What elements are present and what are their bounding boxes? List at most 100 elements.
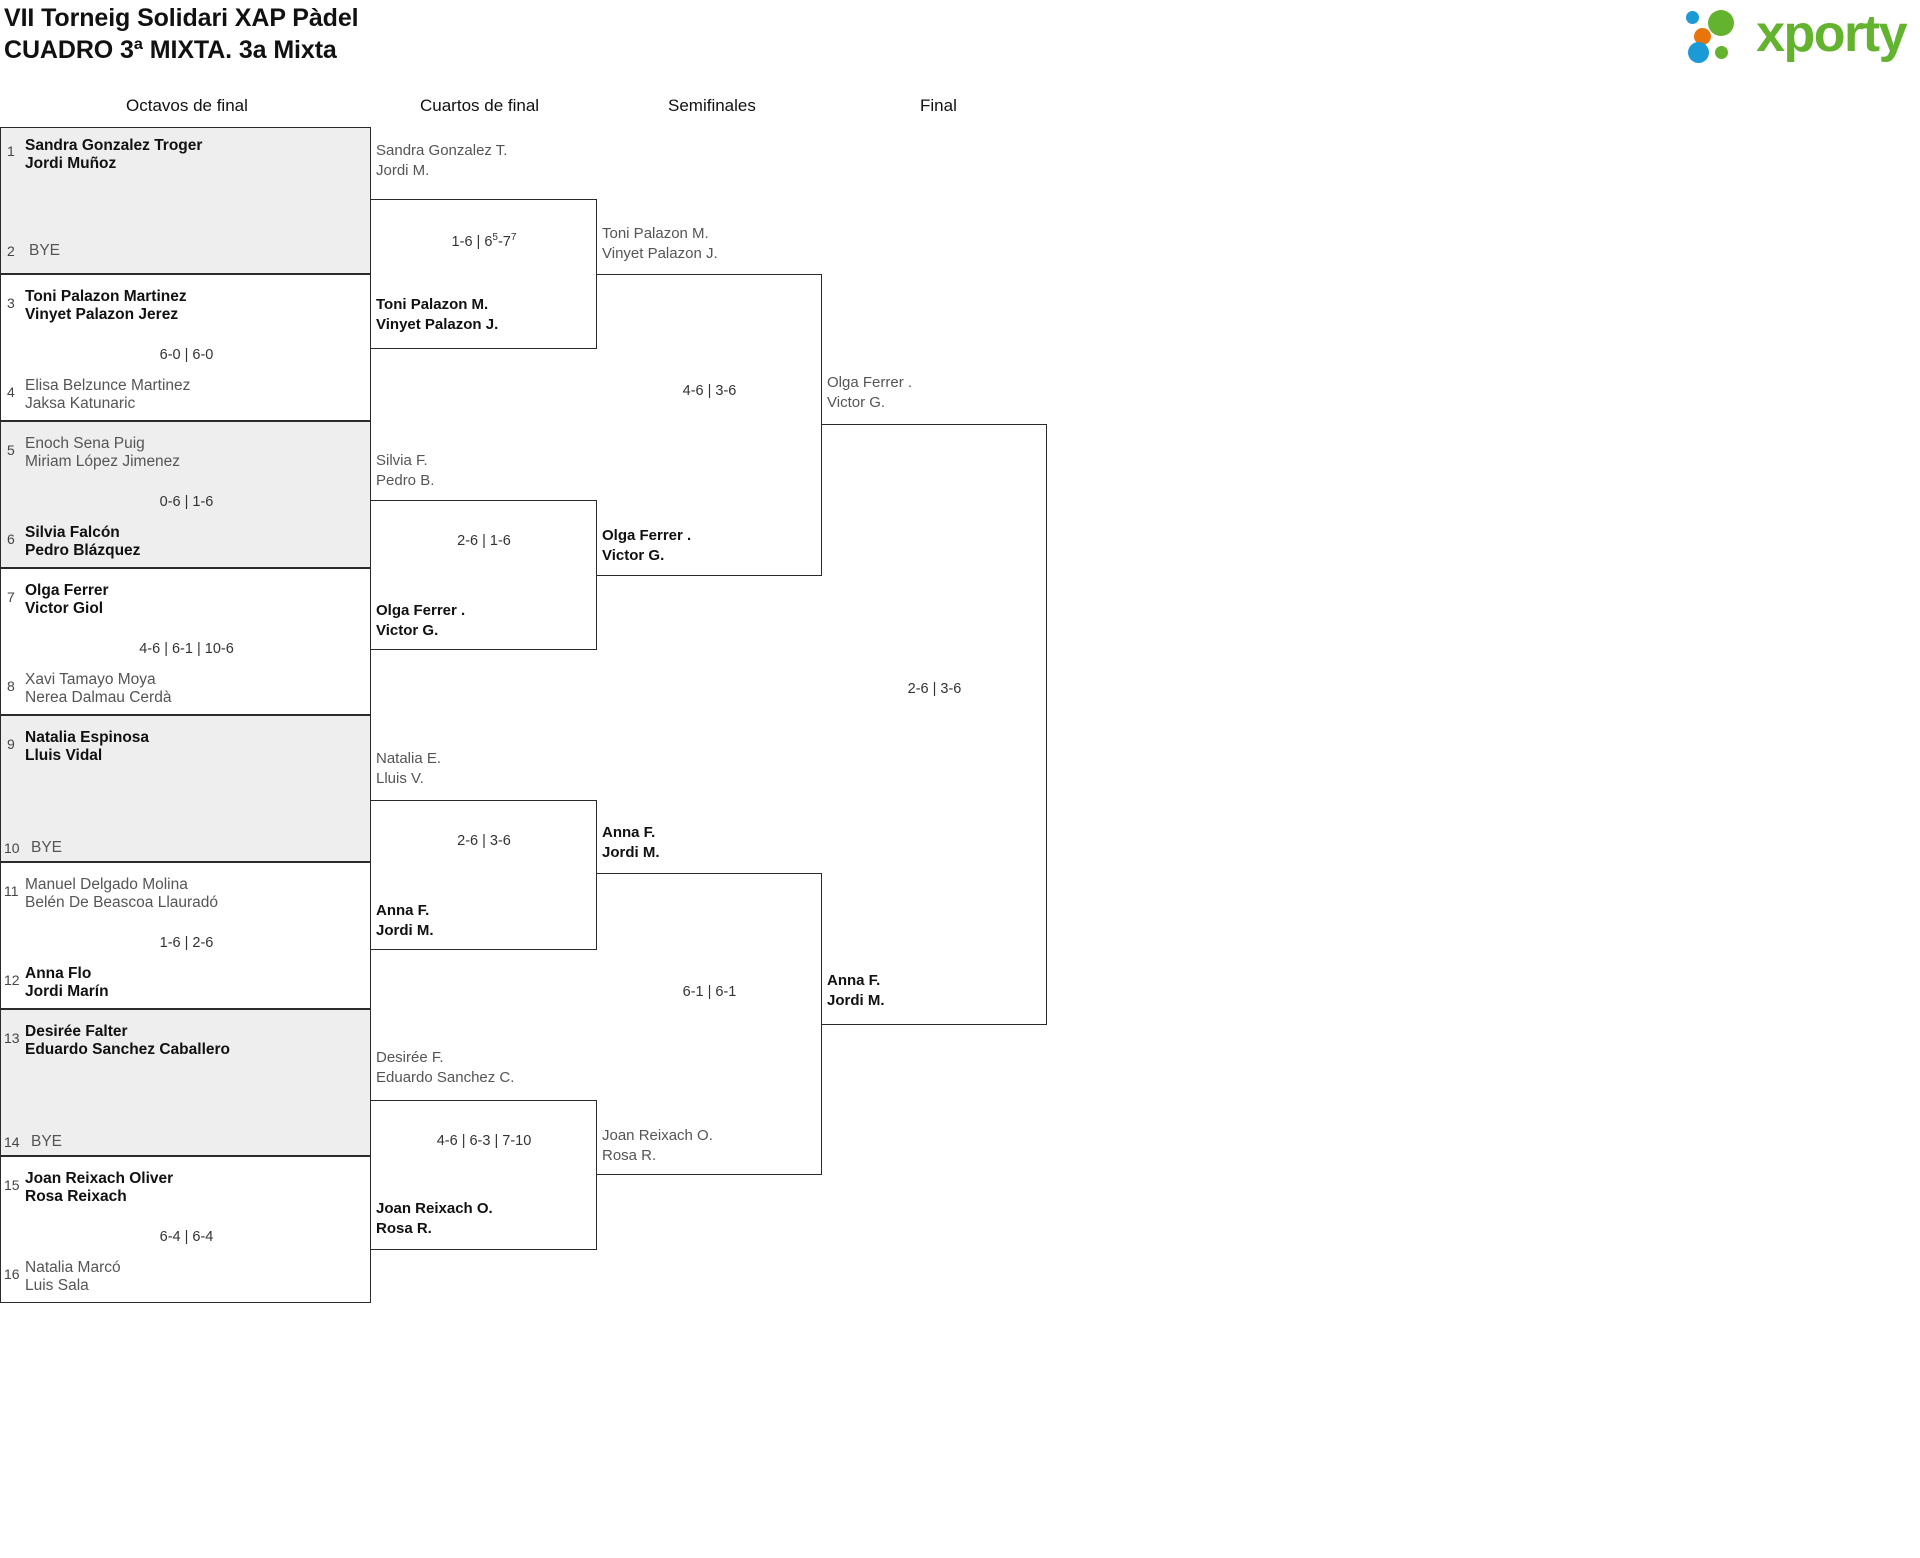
sf2-score: 6-1 | 6-1: [682, 984, 737, 1000]
player-name-line1: Natalia Espinosa: [25, 729, 150, 746]
qf2-bottom-line2: Victor G.: [376, 622, 439, 639]
r16-match-2[interactable]: 3 Toni Palazon Martinez Vinyet Palazon J…: [0, 274, 371, 421]
player-name-line1: Enoch Sena Puig: [25, 435, 145, 452]
logo-dot-green-large-icon: [1708, 10, 1735, 36]
qf1-score-sup2: 7: [510, 232, 517, 243]
seed-number: 2: [7, 243, 15, 259]
player-name-line2: Jordi Muñoz: [25, 155, 117, 172]
sf2-top-line1: Anna F.: [602, 824, 656, 841]
qf2-top-line1: Silvia F.: [376, 452, 428, 469]
player-name-line2: Nerea Dalmau Cerdà: [25, 689, 172, 706]
player-name-line2: Belén De Beascoa Llauradó: [25, 894, 219, 911]
logo-dot-green-small-icon: [1715, 46, 1729, 59]
match-score: 6-4 | 6-4: [159, 1229, 214, 1245]
qf4-top-line2: Eduardo Sanchez C.: [376, 1069, 515, 1086]
tournament-name: VII Torneig Solidari XAP Pàdel: [4, 4, 359, 32]
r16-match-8[interactable]: 15 Joan Reixach Oliver Rosa Reixach 6-4 …: [0, 1156, 371, 1303]
qf3-top-line1: Natalia E.: [376, 750, 442, 767]
seed-number: 1: [7, 143, 15, 159]
player-name-line1: Xavi Tamayo Moya: [25, 671, 156, 688]
match-score: 1-6 | 2-6: [159, 935, 214, 951]
qf3-bottom-line1: Anna F.: [376, 902, 430, 919]
logo-dot-orange-icon: [1694, 28, 1712, 45]
qf1-top-line1: Sandra Gonzalez T.: [376, 142, 508, 159]
match-score: 6-0 | 6-0: [159, 347, 214, 363]
qf3-score: 2-6 | 3-6: [457, 833, 511, 849]
qf1-bottom-line1: Toni Palazon M.: [376, 296, 489, 313]
player-name-line1: Silvia Falcón: [25, 524, 120, 541]
seed-number: 5: [7, 442, 15, 458]
player-name-line1: Anna Flo: [25, 965, 92, 982]
final-connector[interactable]: [822, 424, 1047, 1025]
qf2-bottom-line1: Olga Ferrer .: [376, 602, 466, 619]
sf1-connector[interactable]: [597, 274, 822, 576]
player-name-line1: Toni Palazon Martinez: [25, 288, 187, 305]
seed-number: 14: [4, 1134, 20, 1150]
player-name-line2: Luis Sala: [25, 1277, 89, 1294]
seed-number: 11: [4, 883, 19, 899]
qf4-score: 4-6 | 6-3 | 7-10: [436, 1133, 532, 1149]
r16-match-4[interactable]: 7 Olga Ferrer Victor Giol 4-6 | 6-1 | 10…: [0, 568, 371, 715]
player-name-line2: Rosa Reixach: [25, 1188, 127, 1205]
player-name-line2: Eduardo Sanchez Caballero: [25, 1041, 230, 1058]
seed-number: 8: [7, 678, 15, 694]
seed-number: 13: [4, 1030, 20, 1046]
player-name-line1: Manuel Delgado Molina: [25, 876, 188, 893]
player-name-line2: Jordi Marín: [25, 983, 109, 1000]
sf2-bottom-line2: Rosa R.: [602, 1147, 657, 1164]
seed-number: 15: [4, 1177, 20, 1193]
player-name-line1: Elisa Belzunce Martinez: [25, 377, 191, 394]
seed-number: 12: [4, 972, 20, 988]
player-name-line2: Vinyet Palazon Jerez: [25, 306, 179, 323]
sf1-bottom-line2: Victor G.: [602, 547, 665, 564]
seed-number: 16: [4, 1266, 20, 1282]
sf1-top-line1: Toni Palazon M.: [602, 225, 709, 242]
player-name-line1: Olga Ferrer: [25, 582, 109, 599]
qf4-bottom-line1: Joan Reixach O.: [376, 1200, 493, 1217]
sf2-bottom-line1: Joan Reixach O.: [602, 1127, 713, 1144]
round-header-final: Final: [920, 96, 957, 115]
seed-number: 4: [7, 384, 15, 400]
qf1-score-mid: -7: [497, 233, 511, 250]
qf1-connector[interactable]: [371, 199, 597, 349]
qf3-bottom-line2: Jordi M.: [376, 922, 434, 939]
r16-match-6[interactable]: 11 Manuel Delgado Molina Belén De Beasco…: [0, 862, 371, 1009]
player-name-line2: Jaksa Katunaric: [25, 395, 136, 412]
player-name-line2: Victor Giol: [25, 600, 104, 617]
r16-match-5[interactable]: 9 Natalia Espinosa Lluis Vidal 10 BYE: [0, 715, 371, 862]
qf2-top-line2: Pedro B.: [376, 472, 435, 489]
r16-match-1[interactable]: 1 Sandra Gonzalez Troger Jordi Muñoz 2 B…: [0, 127, 371, 274]
qf2-score: 2-6 | 1-6: [457, 533, 511, 549]
player-name-line1: Desirée Falter: [25, 1023, 128, 1040]
logo-dot-blue-large-icon: [1688, 42, 1710, 63]
final-top-line2: Victor G.: [827, 394, 886, 411]
r16-match-7[interactable]: 13 Desirée Falter Eduardo Sanchez Caball…: [0, 1009, 371, 1156]
sf2-connector[interactable]: [597, 873, 822, 1175]
page-title: VII Torneig Solidari XAP Pàdel CUADRO 3ª…: [4, 2, 359, 66]
bye-label: BYE: [31, 1133, 63, 1150]
qf4-connector[interactable]: [371, 1100, 597, 1250]
qf4-top-line1: Desirée F.: [376, 1049, 444, 1066]
bye-label: BYE: [31, 839, 63, 856]
qf3-connector[interactable]: [371, 800, 597, 950]
final-bottom-line1: Anna F.: [827, 972, 881, 989]
player-name-line2: Pedro Blázquez: [25, 542, 141, 559]
round-header-semifinales: Semifinales: [668, 96, 756, 115]
seed-number: 3: [7, 295, 15, 311]
r16-match-3[interactable]: 5 Enoch Sena Puig Miriam López Jimenez 0…: [0, 421, 371, 568]
player-name-line1: Natalia Marcó: [25, 1259, 121, 1276]
qf1-score-sup1: 5: [492, 232, 498, 243]
round-header-cuartos: Cuartos de final: [420, 96, 540, 115]
qf4-bottom-line2: Rosa R.: [376, 1220, 432, 1237]
qf3-top-line2: Lluis V.: [376, 770, 424, 787]
xporty-logo: xporty: [1686, 8, 1907, 66]
qf2-connector[interactable]: [371, 500, 597, 650]
seed-number: 7: [7, 589, 15, 605]
player-name-line2: Miriam López Jimenez: [25, 453, 181, 470]
round-header-octavos: Octavos de final: [126, 96, 248, 115]
player-name-line2: Lluis Vidal: [25, 747, 103, 764]
sf1-score: 4-6 | 3-6: [682, 383, 737, 399]
final-score: 2-6 | 3-6: [907, 681, 962, 697]
player-name-line1: Joan Reixach Oliver: [25, 1170, 174, 1187]
